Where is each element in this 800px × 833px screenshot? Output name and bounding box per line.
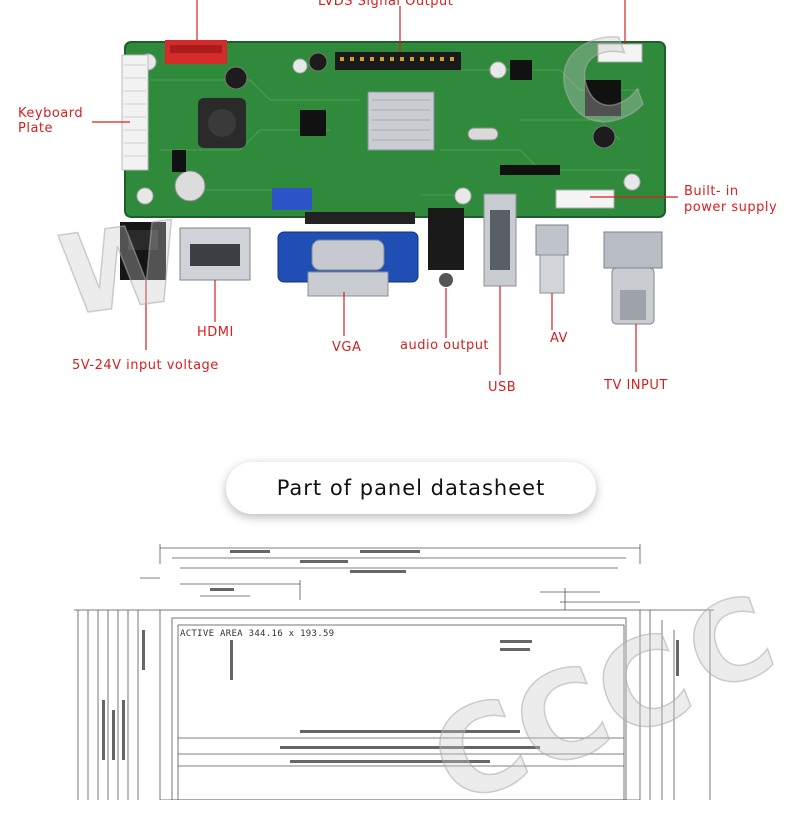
vga-label: VGA: [332, 340, 362, 355]
audio-output-label: audio output: [400, 338, 490, 353]
voltage-input-label: 5V-24V input voltage: [72, 358, 219, 373]
controller-board-photo: [92, 0, 678, 375]
active-area-label: ACTIVE AREA 344.16 x 193.59: [180, 629, 335, 639]
panel-datasheet-drawing: [74, 544, 714, 800]
lvds-signal-output-label: LVDS Signal Output: [318, 0, 454, 9]
usb-label: USB: [488, 380, 517, 395]
hdmi-label: HDMI: [197, 325, 234, 340]
keyboard-plate-label-line2: Plate: [18, 121, 54, 136]
builtin-power-label-line2: power supply: [684, 200, 778, 215]
section-title: Part of panel datasheet: [276, 476, 546, 500]
product-image: LVDS Signal Output Keyboard Plate Built-…: [18, 0, 791, 833]
tv-input-label: TV INPUT: [604, 378, 668, 393]
section-title-pill: Part of panel datasheet: [226, 462, 596, 514]
keyboard-plate-label-line1: Keyboard: [18, 106, 84, 121]
builtin-power-label-line1: Built- in: [684, 184, 739, 199]
av-label: AV: [550, 331, 568, 346]
